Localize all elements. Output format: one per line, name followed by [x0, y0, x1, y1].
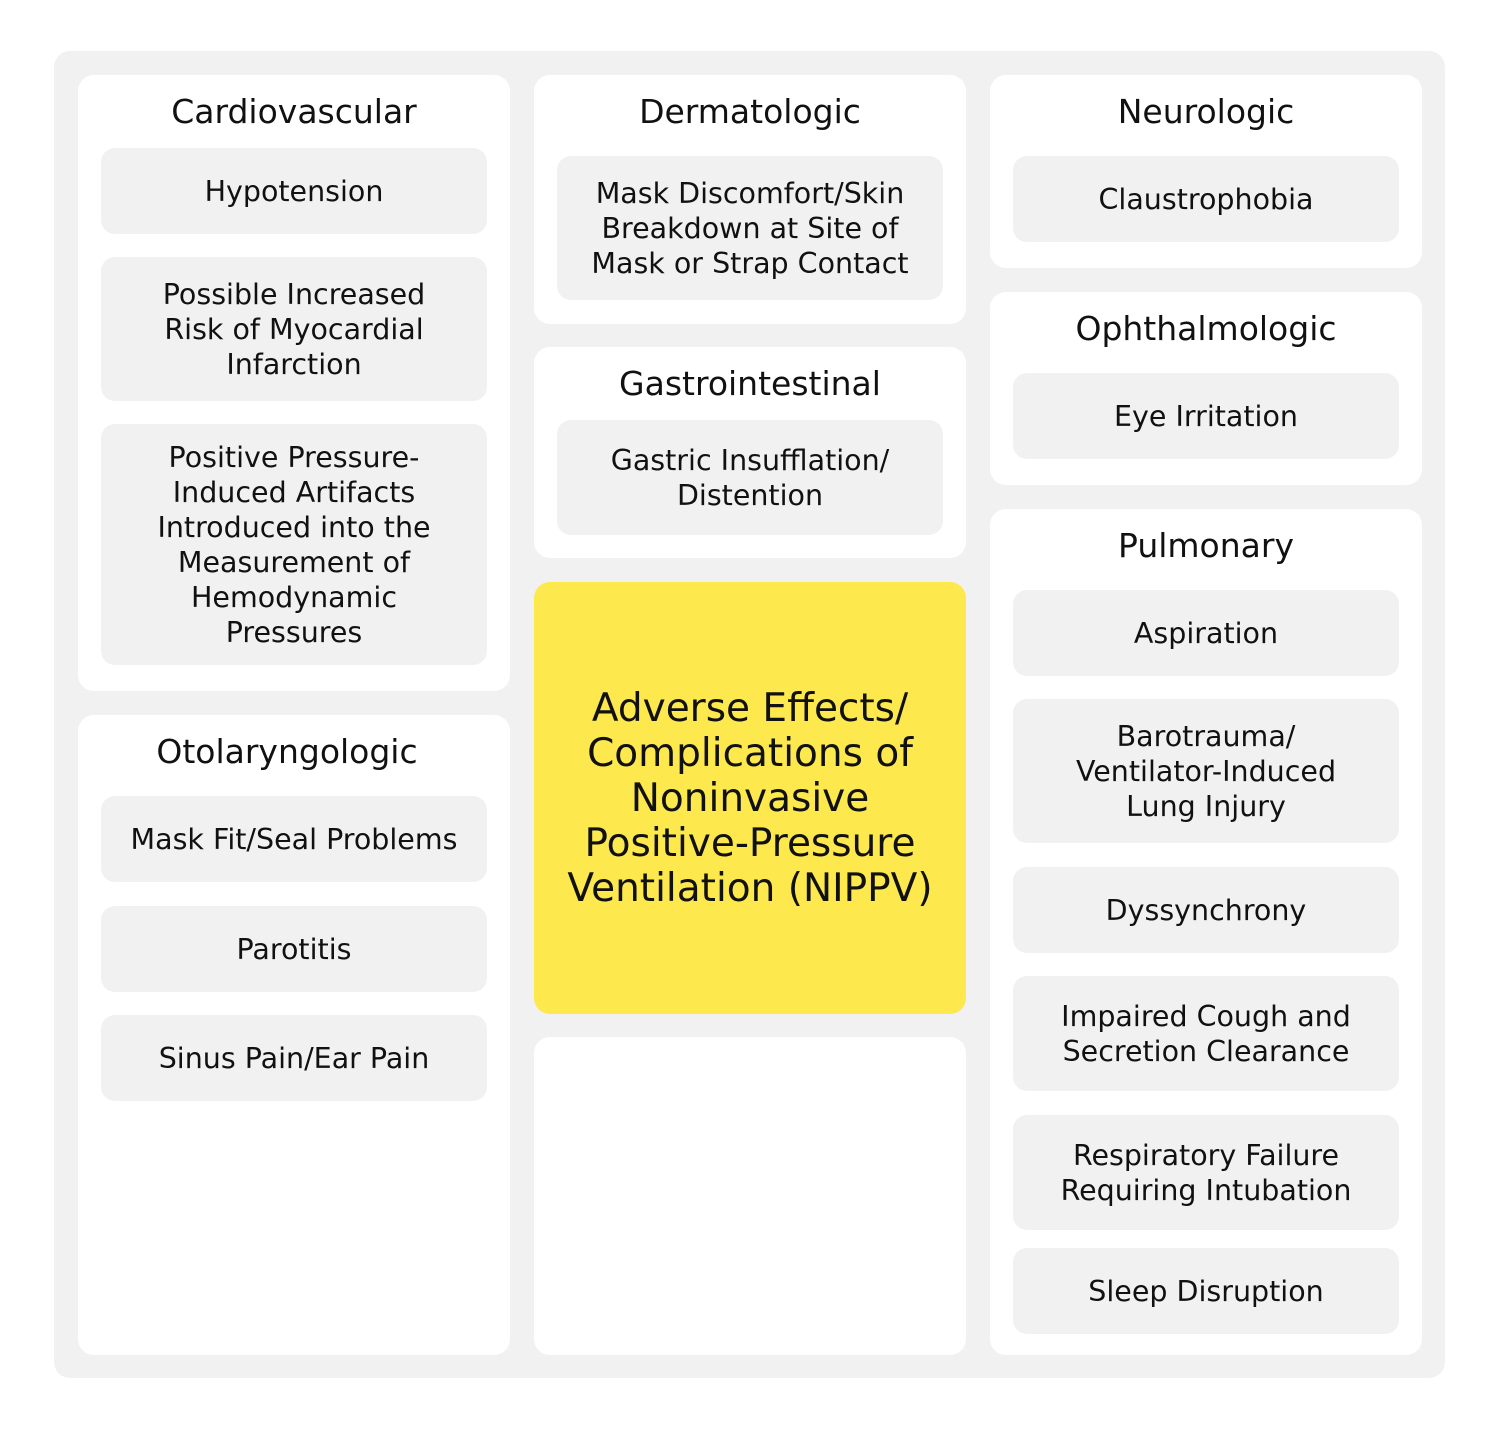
item-hemodynamic-artifacts: Positive Pressure-Induced Artifacts Intr…: [101, 424, 487, 665]
item-parotitis: Parotitis: [101, 906, 487, 992]
item-dyssynchrony: Dyssynchrony: [1013, 867, 1399, 953]
panel-cardiovascular: Cardiovascular Hypotension Possible Incr…: [78, 75, 510, 691]
item-sleep-disruption: Sleep Disruption: [1013, 1248, 1399, 1334]
item-mask-fit-seal: Mask Fit/Seal Problems: [101, 796, 487, 882]
panel-pulmonary: Pulmonary Aspiration Barotrauma/ Ventila…: [990, 509, 1422, 1355]
item-sinus-ear-pain: Sinus Pain/Ear Pain: [101, 1015, 487, 1101]
panel-gastrointestinal: Gastrointestinal Gastric Insufflation/ D…: [534, 347, 966, 558]
central-topic: Adverse Effects/ Complications of Noninv…: [534, 582, 966, 1014]
panel-dermatologic: Dermatologic Mask Discomfort/Skin Breakd…: [534, 75, 966, 324]
panel-neurologic: Neurologic Claustrophobia: [990, 75, 1422, 268]
item-mask-discomfort-skin: Mask Discomfort/Skin Breakdown at Site o…: [557, 156, 943, 300]
item-claustrophobia: Claustrophobia: [1013, 156, 1399, 242]
panel-title-neurologic: Neurologic: [1117, 92, 1295, 131]
panel-ophthalmologic: Ophthalmologic Eye Irritation: [990, 292, 1422, 485]
item-gastric-insufflation: Gastric Insufflation/ Distention: [557, 420, 943, 535]
panel-title-pulmonary: Pulmonary: [1118, 526, 1294, 565]
empty-panel: [534, 1037, 966, 1355]
item-myocardial-infarction-risk: Possible Increased Risk of Myocardial In…: [101, 257, 487, 401]
item-barotrauma: Barotrauma/ Ventilator-Induced Lung Inju…: [1013, 699, 1399, 843]
panel-otolaryngologic: Otolaryngologic Mask Fit/Seal Problems P…: [78, 715, 510, 1355]
panel-title-otolaryngologic: Otolaryngologic: [156, 732, 418, 771]
item-aspiration: Aspiration: [1013, 590, 1399, 676]
panel-title-dermatologic: Dermatologic: [639, 92, 861, 131]
item-hypotension: Hypotension: [101, 148, 487, 234]
item-eye-irritation: Eye Irritation: [1013, 373, 1399, 459]
item-respiratory-failure: Respiratory Failure Requiring Intubation: [1013, 1115, 1399, 1230]
panel-title-gastrointestinal: Gastrointestinal: [619, 364, 881, 403]
panel-title-cardiovascular: Cardiovascular: [171, 92, 417, 131]
panel-title-ophthalmologic: Ophthalmologic: [1075, 309, 1337, 348]
item-impaired-cough: Impaired Cough and Secretion Clearance: [1013, 976, 1399, 1091]
